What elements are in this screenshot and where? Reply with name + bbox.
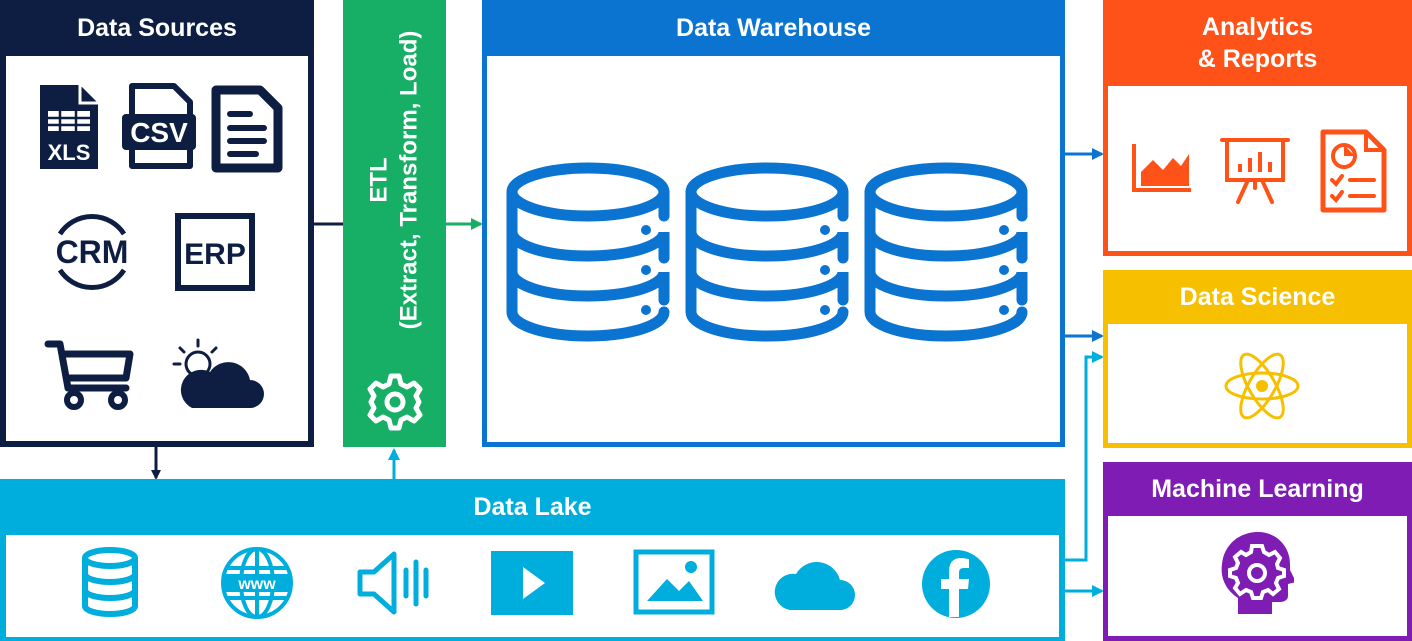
erp-icon: ERP bbox=[174, 212, 256, 292]
database-icon bbox=[80, 547, 140, 617]
etl-title: ETL bbox=[365, 157, 393, 203]
analytics-title: Analytics & Reports bbox=[1103, 0, 1412, 86]
data-lake-title: Data Lake bbox=[473, 493, 592, 521]
svg-text:www: www bbox=[237, 576, 276, 593]
svg-text:CSV: CSV bbox=[130, 117, 188, 148]
data-warehouse-panel bbox=[487, 56, 1060, 442]
data-warehouse-title: Data Warehouse bbox=[676, 14, 871, 42]
shopping-cart-icon bbox=[44, 338, 136, 410]
video-play-icon bbox=[491, 551, 573, 615]
image-icon bbox=[633, 549, 715, 615]
www-globe-icon: www bbox=[218, 544, 296, 622]
xls-file-icon: XLS bbox=[36, 81, 102, 173]
analytics-title-line2: & Reports bbox=[1197, 45, 1318, 73]
report-document-icon bbox=[1318, 128, 1390, 214]
atom-icon bbox=[1222, 343, 1302, 429]
analytics-box: Analytics & Reports bbox=[1103, 0, 1412, 256]
data-science-title: Data Science bbox=[1179, 283, 1336, 311]
weather-cloud-icon bbox=[168, 338, 266, 412]
svg-text:ERP: ERP bbox=[184, 238, 246, 271]
database-icon bbox=[862, 162, 1030, 342]
etl-subtitle: (Extract, Transform, Load) bbox=[395, 30, 423, 330]
data-sources-title: Data Sources bbox=[77, 14, 237, 42]
crm-icon: CRM bbox=[46, 208, 138, 296]
data-warehouse-box: Data Warehouse bbox=[482, 0, 1065, 447]
document-icon bbox=[210, 84, 284, 174]
machine-learning-title: Machine Learning bbox=[1151, 475, 1364, 503]
svg-text:CRM: CRM bbox=[56, 234, 129, 270]
facebook-icon bbox=[921, 549, 991, 619]
etl-box bbox=[343, 0, 446, 447]
presentation-board-icon bbox=[1218, 136, 1292, 206]
area-chart-icon bbox=[1131, 142, 1193, 194]
csv-file-icon: CSV bbox=[118, 80, 200, 172]
data-sources-panel: XLS CSV CRM bbox=[6, 56, 308, 441]
svg-text:XLS: XLS bbox=[48, 140, 91, 165]
analytics-title-line1: Analytics bbox=[1201, 13, 1314, 41]
speaker-icon bbox=[356, 548, 432, 618]
database-icon bbox=[683, 162, 851, 342]
gear-icon bbox=[365, 372, 425, 432]
data-sources-box: Data Sources XLS CSV bbox=[0, 0, 314, 447]
head-gear-icon bbox=[1218, 530, 1294, 618]
lake-to-science-arrow bbox=[1065, 351, 1104, 562]
cloud-icon bbox=[774, 552, 856, 612]
database-icon bbox=[504, 162, 672, 342]
etl-label: ETL (Extract, Transform, Load) bbox=[344, 0, 444, 360]
